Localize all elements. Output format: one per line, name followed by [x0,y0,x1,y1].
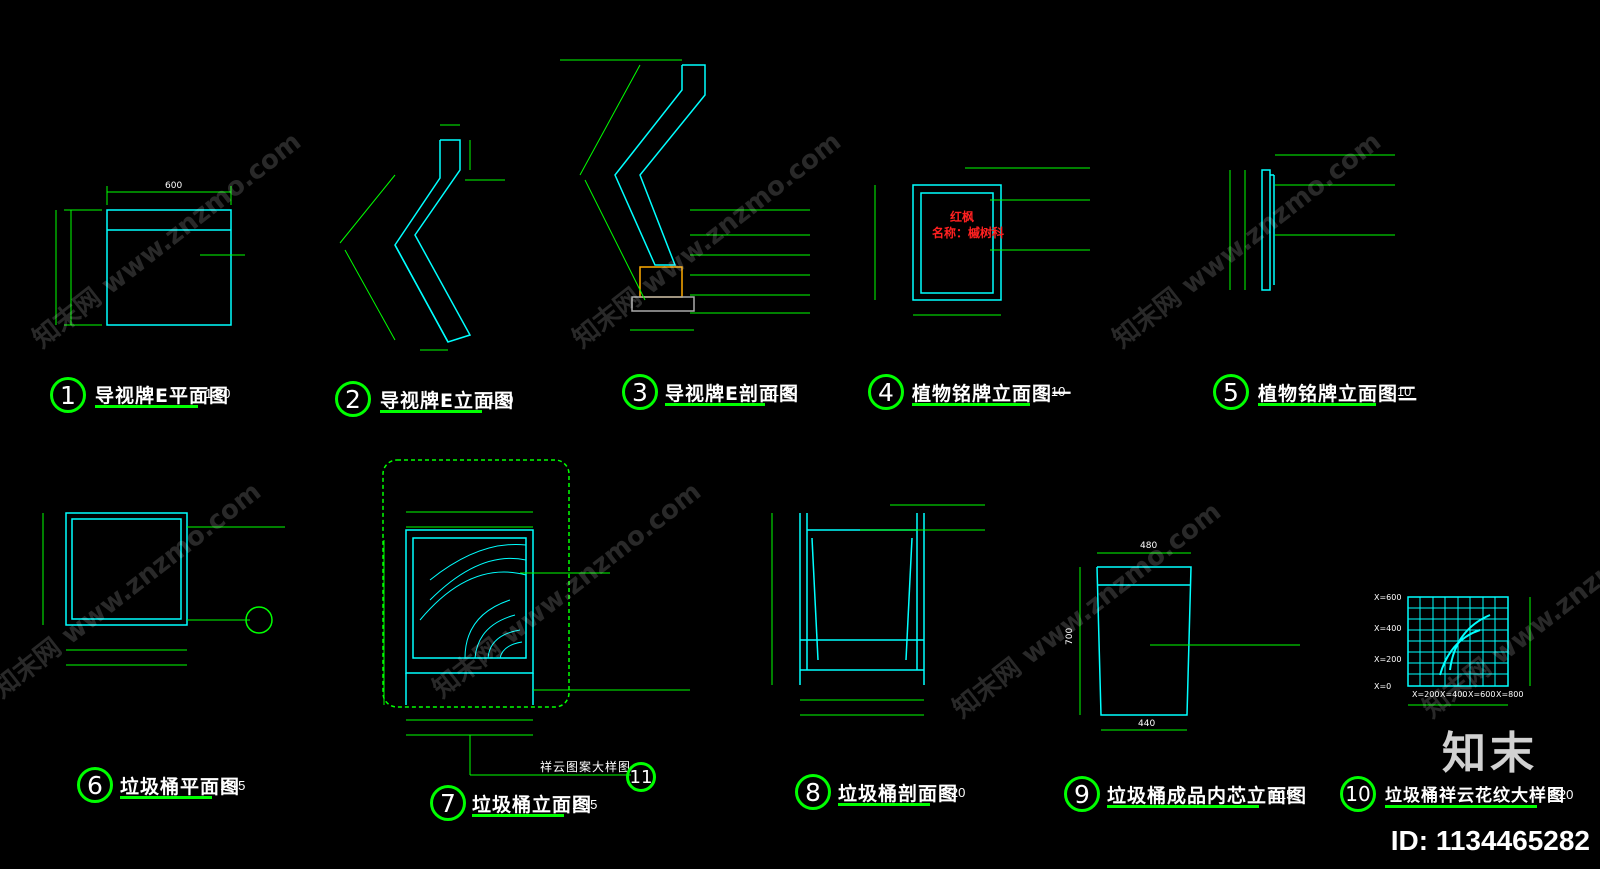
drawing-6-number: 6 [77,767,113,803]
drawing-4-number: 4 [868,374,904,410]
drawing-5-title: 植物铭牌立面图二 [1258,383,1419,405]
brand-watermark: 知末 [1442,728,1538,779]
grid-x-label: X=200 [1412,690,1439,699]
drawing-1-title: 导视牌E平面图 [95,385,229,407]
grid-x-label: X=600 [1468,690,1495,699]
drawing-9-scale: 1:15 [1268,787,1294,802]
drawing-2-scale: 1:20 [488,392,514,407]
drawing-1-plan [55,186,245,326]
drawing-10-number: 10 [1340,776,1376,812]
drawing-5-number: 5 [1213,374,1249,410]
dim-9-top: 480 [1140,541,1157,551]
drawing-3-title: 导视牌E剖面图 [665,383,799,405]
nameplate-red-line1: 红枫 [950,210,975,224]
drawing-8-underline [838,803,930,806]
drawing-6-underline [120,796,212,799]
drawing-6-bin-plan [42,512,285,666]
drawing-7-underline [472,814,564,817]
grid-y-label: X=0 [1374,682,1391,691]
grid-10-y-labels: X=600 X=400 X=200 X=0 [1374,593,1401,691]
drawing-9-underline [1107,805,1259,808]
grid-x-label: X=800 [1496,690,1523,699]
grid-10-x-labels: X=200 X=400 X=600 X=800 [1412,690,1523,699]
drawing-5-nameplate-side [1229,154,1395,291]
dim-9-bottom: 440 [1138,719,1155,729]
drawing-10-underline [1385,805,1537,808]
drawing-8-scale: 1:20 [940,785,966,800]
drawing-6-title: 垃圾桶平面图 [120,776,241,798]
drawing-2-underline [380,410,482,413]
drawing-8-number: 8 [795,774,831,810]
drawing-2-title: 导视牌E立面图 [380,390,514,412]
nameplate-red-line2: 名称：槭树科 [932,226,1005,240]
drawing-7-title: 垃圾桶立面图 [472,794,593,816]
drawing-1-underline [95,405,198,408]
drawing-9-number: 9 [1064,776,1100,812]
grid-y-label: X=600 [1374,593,1401,602]
grid-x-label: X=400 [1440,690,1467,699]
grid-y-label: X=400 [1374,624,1401,633]
callout-11-number: 11 [626,762,656,792]
drawing-7-scale: 1:15 [572,797,598,812]
drawing-9-bin-inner [1079,552,1300,731]
drawing-8-title: 垃圾桶剖面图 [838,783,959,805]
drawing-10-title: 垃圾桶祥云花纹大样图 [1385,786,1565,806]
drawing-10-grid [1407,596,1531,706]
drawing-4-nameplate-elevation [874,167,1090,316]
drawing-1-scale: 1:20 [205,386,231,401]
drawing-3-scale: 1:20 [772,384,798,399]
drawing-5-scale: 1:10 [1386,384,1412,399]
dim-600-label: 600 [165,181,182,191]
drawing-7-bin-elevation [382,459,690,776]
drawing-4-title: 植物铭牌立面图一 [912,383,1073,405]
image-id-label: ID: 1134465282 [1390,825,1590,856]
drawing-3-underline [665,403,765,406]
drawing-3-section [560,59,810,331]
drawing-6-scale: 1:15 [220,778,246,793]
drawing-1-number: 1 [50,377,86,413]
drawing-10-scale: 1:20 [1548,787,1574,802]
drawing-5-underline [1258,403,1376,406]
callout-11-text: 祥云图案大样图 [540,760,632,774]
drawing-8-bin-section [771,504,985,716]
drawing-2-elevation [339,124,505,351]
drawing-4-scale: 1:10 [1040,384,1066,399]
drawing-4-underline [912,403,1030,406]
drawing-9-title: 垃圾桶成品内芯立面图 [1107,785,1308,807]
drawing-2-number: 2 [335,381,371,417]
drawing-3-number: 3 [622,374,658,410]
drawing-7-number: 7 [430,785,466,821]
grid-y-label: X=200 [1374,655,1401,664]
dim-9-side: 700 [1065,628,1075,645]
